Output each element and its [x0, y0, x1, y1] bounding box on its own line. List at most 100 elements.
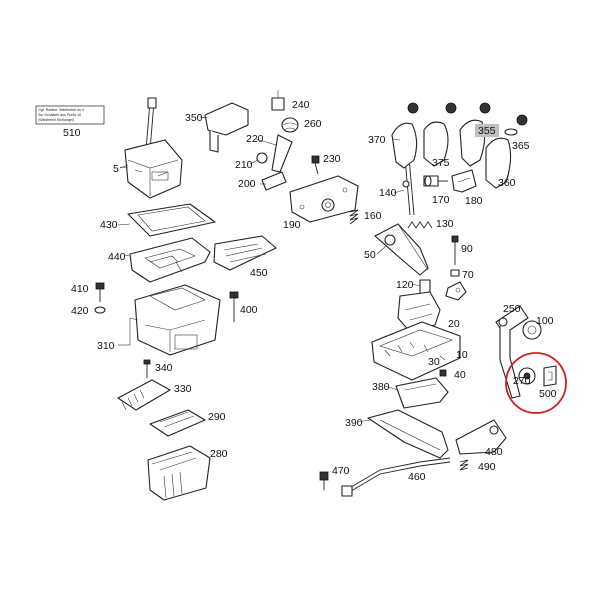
shift-knob-375 [423, 102, 457, 167]
shifter-housing-310 [118, 284, 221, 356]
callout-100: 100 [536, 315, 554, 327]
callout-400: 400 [240, 304, 258, 316]
indicator-panel-450 [213, 235, 277, 271]
callout-10: 10 [456, 349, 468, 361]
screw-340 [143, 359, 151, 378]
callout-170: 170 [432, 194, 450, 206]
callout-280: 280 [210, 448, 228, 460]
callout-30: 30 [428, 356, 440, 368]
callout-470: 470 [332, 465, 350, 477]
callout-250: 250 [503, 303, 521, 315]
cable-rod-460 [341, 457, 451, 497]
note-line-3: (Wahlhebel Einfluegel) [38, 118, 74, 122]
link-10 [445, 281, 467, 301]
leader-lines [119, 116, 446, 423]
callout-50: 50 [364, 249, 376, 261]
callout-490: 490 [478, 461, 496, 473]
pin-200 [261, 171, 287, 191]
callout-90: 90 [461, 243, 473, 255]
callout-40: 40 [454, 369, 466, 381]
highlight-circle [505, 352, 567, 414]
callout-370: 370 [368, 134, 386, 146]
callout-labels: 5 430 440 450 410 420 400 310 340 330 29… [71, 99, 557, 483]
spring-490 [459, 459, 469, 471]
callout-450: 450 [250, 267, 268, 279]
gate-plate-440 [123, 237, 211, 283]
callout-480: 480 [485, 446, 503, 458]
callout-220: 220 [246, 133, 264, 145]
base-housing [371, 321, 461, 381]
callout-375: 375 [432, 157, 450, 169]
shift-knob-360 [485, 114, 528, 189]
callout-500: 500 [539, 388, 557, 400]
screw-230 [311, 155, 320, 175]
shift-knob-370 [391, 102, 419, 169]
callout-210: 210 [235, 159, 253, 171]
callout-160: 160 [364, 210, 382, 222]
callout-460: 460 [408, 471, 426, 483]
shift-lever-assembly [119, 97, 183, 199]
callout-5: 5 [113, 163, 119, 175]
cover-330 [117, 379, 171, 411]
spring-130 [407, 221, 433, 229]
nut-70 [450, 269, 460, 277]
lever-220 [271, 134, 293, 173]
bushing-270 [518, 367, 536, 385]
callout-440: 440 [108, 251, 126, 263]
module-280 [147, 445, 211, 501]
screw-40 [439, 369, 447, 377]
spring-160 [349, 209, 359, 225]
callout-360: 360 [498, 177, 516, 189]
callout-240: 240 [292, 99, 310, 111]
pin-170 [423, 175, 448, 187]
bracket-190 [289, 175, 359, 223]
callout-180: 180 [465, 195, 483, 207]
callout-365: 365 [512, 140, 530, 152]
lower-housing-20 [397, 291, 441, 333]
callout-390: 390 [345, 417, 363, 429]
shift-shaft-50 [374, 223, 429, 276]
callout-260: 260 [304, 118, 322, 130]
callout-130: 130 [436, 218, 454, 230]
clip-500 [543, 365, 557, 387]
note-line-1: Ggf. Radien: Wahlhebel im V [38, 108, 85, 112]
bushing-100 [522, 320, 542, 340]
pin-90 [451, 235, 459, 265]
badge-355-bg [475, 124, 499, 137]
callout-410: 410 [71, 283, 89, 295]
circuit-board-290 [149, 409, 206, 437]
callout-190: 190 [283, 219, 301, 231]
frame-plate-430 [117, 203, 216, 237]
callout-430: 430 [100, 219, 118, 231]
bolt-410 [94, 282, 106, 314]
spring-260 [271, 90, 299, 133]
bolt-400 [229, 291, 239, 322]
callout-70: 70 [462, 269, 474, 281]
callout-290: 290 [208, 411, 226, 423]
callout-270: 270 [513, 375, 531, 387]
plate-180 [451, 169, 477, 193]
callout-140: 140 [379, 187, 397, 199]
plate-380 [395, 377, 449, 409]
callout-350: 350 [185, 112, 203, 124]
callout-355: 355 [478, 125, 496, 137]
linkage-250 [495, 305, 529, 399]
note-line-2: Zur Schaltein aus Punkt 10 [38, 113, 81, 117]
callout-420: 420 [71, 305, 89, 317]
callout-380: 380 [372, 381, 390, 393]
callout-340: 340 [155, 362, 173, 374]
note-ref-label: 510 [63, 127, 81, 139]
note-box: Ggf. Radien: Wahlhebel im V Zur Schaltei… [35, 105, 105, 139]
bracket-480 [455, 419, 507, 455]
callout-310: 310 [97, 340, 115, 352]
clip-210 [256, 152, 268, 164]
seal-ring-365 [504, 128, 518, 136]
callout-200: 200 [238, 178, 256, 190]
plate-390 [367, 409, 449, 459]
callout-120: 120 [396, 279, 414, 291]
bracket-350 [199, 102, 249, 153]
callout-20: 20 [448, 318, 460, 330]
callout-230: 230 [323, 153, 341, 165]
callout-330: 330 [174, 383, 192, 395]
